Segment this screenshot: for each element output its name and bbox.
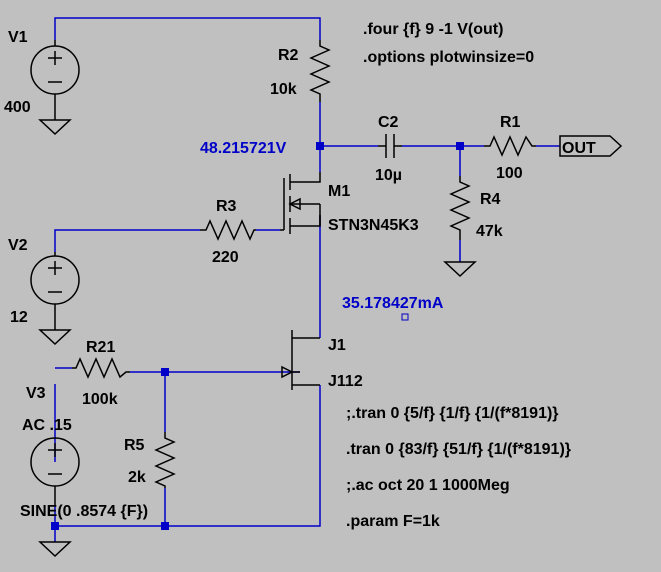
voltage-source-v1[interactable] xyxy=(30,40,80,120)
r2-value: 10k xyxy=(270,81,297,98)
output-port[interactable]: OUT xyxy=(559,135,623,157)
voltage-source-v2[interactable] xyxy=(30,252,80,330)
resistor-r3[interactable] xyxy=(200,219,256,241)
v3-name: V3 xyxy=(26,385,46,402)
directive-four[interactable]: .four {f} 9 -1 V(out) xyxy=(363,21,503,38)
j1-value: J112 xyxy=(328,373,363,390)
r1-name: R1 xyxy=(500,114,521,131)
c2-name: C2 xyxy=(378,114,399,131)
junction-dot xyxy=(456,142,464,150)
resistor-r4[interactable] xyxy=(449,176,471,240)
junction-dot xyxy=(161,522,169,530)
v1-value: 400 xyxy=(4,99,31,116)
r3-value: 220 xyxy=(212,249,239,266)
r5-value: 2k xyxy=(128,469,146,486)
j1-name: J1 xyxy=(328,337,346,354)
junction-dot xyxy=(51,522,59,530)
jfet-j1[interactable] xyxy=(281,330,320,390)
m1-value: STN3N45K3 xyxy=(328,217,419,234)
v2-value: 12 xyxy=(10,309,28,326)
r3-name: R3 xyxy=(216,198,237,215)
wires xyxy=(54,17,560,542)
voltage-source-v3[interactable] xyxy=(30,437,80,506)
resistor-r1[interactable] xyxy=(484,135,536,157)
v3-value: AC .15 xyxy=(22,417,72,434)
r4-name: R4 xyxy=(480,191,501,208)
r5-name: R5 xyxy=(124,437,145,454)
directive-ac-commented[interactable]: ;.ac oct 20 1 1000Meg xyxy=(346,477,510,494)
directive-tran[interactable]: .tran 0 {83/f} {51/f} {1/(f*8191)} xyxy=(346,441,571,458)
r21-name: R21 xyxy=(86,339,115,356)
v1-name: V1 xyxy=(8,29,28,46)
ground-icon xyxy=(38,119,72,136)
directive-tran-commented[interactable]: ;.tran 0 {5/f} {1/f} {1/(f*8191)} xyxy=(346,405,559,422)
v2-name: V2 xyxy=(8,237,28,254)
capacitor-c2[interactable] xyxy=(378,134,402,158)
junction-dot xyxy=(316,142,324,150)
c2-value: 10µ xyxy=(375,167,402,184)
resistor-r2[interactable] xyxy=(309,40,331,102)
ground-icon xyxy=(38,541,72,558)
resistor-r21[interactable] xyxy=(72,357,130,379)
branch-current-label: 35.178427mA xyxy=(342,295,444,312)
directive-param[interactable]: .param F=1k xyxy=(346,513,440,530)
node-voltage-label: 48.215721V xyxy=(200,140,287,157)
resistor-r5[interactable] xyxy=(154,432,176,488)
current-probe-marker xyxy=(401,313,409,321)
m1-name: M1 xyxy=(328,183,350,200)
ground-icon xyxy=(38,329,72,346)
v3-source: SINE(0 .8574 {F}) xyxy=(20,503,148,520)
r21-value: 100k xyxy=(82,391,118,408)
r2-name: R2 xyxy=(278,47,299,64)
mosfet-m1[interactable] xyxy=(280,172,321,234)
output-port-label: OUT xyxy=(562,140,596,157)
junction-dot xyxy=(161,368,169,376)
directive-options[interactable]: .options plotwinsize=0 xyxy=(363,49,534,66)
r4-value: 47k xyxy=(476,223,503,240)
ground-icon xyxy=(443,261,477,278)
r1-value: 100 xyxy=(496,165,523,182)
